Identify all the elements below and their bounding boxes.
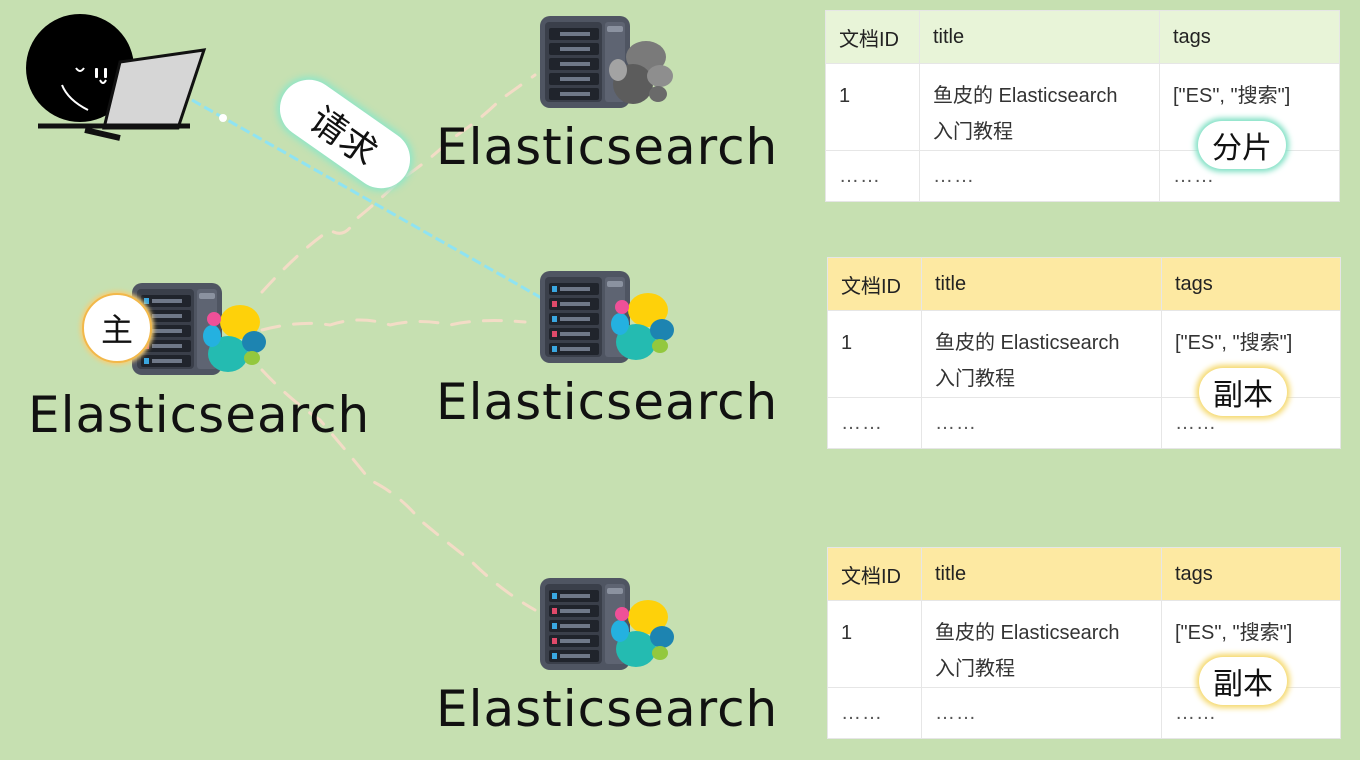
cell-title-line1: 鱼皮的 Elasticsearch (933, 85, 1118, 107)
cell-title: 鱼皮的 Elasticsearch 入门教程 (919, 63, 1160, 151)
table-header-row: 文档ID title tags (827, 547, 1341, 601)
cell-ellipsis: …… (919, 150, 1160, 202)
bottom-node-label: Elasticsearch (436, 680, 779, 738)
primary-node-label: Elasticsearch (28, 386, 371, 444)
cell-title: 鱼皮的 Elasticsearch 入门教程 (921, 600, 1162, 688)
column-header-doc-id: 文档ID (827, 547, 922, 601)
middle-server-icon (540, 271, 674, 363)
table-row: …… …… …… (827, 687, 1341, 739)
column-header-title: title (919, 10, 1160, 64)
request-line (191, 98, 546, 302)
cell-ellipsis: …… (1161, 687, 1341, 739)
cell-ellipsis: …… (1159, 150, 1340, 202)
cell-title: 鱼皮的 Elasticsearch 入门教程 (921, 310, 1162, 398)
shard-tag: 分片 (1198, 121, 1286, 169)
cell-ellipsis: …… (825, 150, 920, 202)
primary-badge: 主 (82, 293, 152, 363)
column-header-doc-id: 文档ID (825, 10, 920, 64)
cell-ellipsis: …… (921, 397, 1162, 449)
cell-title-line2: 入门教程 (933, 121, 1013, 143)
column-header-title: title (921, 547, 1162, 601)
link-primary-to-middle (260, 318, 527, 332)
column-header-tags: tags (1161, 257, 1341, 311)
user-icon (26, 14, 207, 141)
table-header-row: 文档ID title tags (825, 10, 1340, 64)
cell-doc-id: 1 (827, 600, 922, 688)
link-primary-to-top (260, 73, 537, 294)
cell-doc-id: 1 (827, 310, 922, 398)
cell-title-line1: 鱼皮的 Elasticsearch (935, 622, 1120, 644)
cell-title-line2: 入门教程 (935, 368, 1015, 390)
table-row: …… …… …… (825, 150, 1340, 202)
column-header-title: title (921, 257, 1162, 311)
cell-ellipsis: …… (827, 687, 922, 739)
cell-ellipsis: …… (827, 397, 922, 449)
replica-tag-1: 副本 (1199, 368, 1287, 416)
column-header-tags: tags (1161, 547, 1341, 601)
cell-ellipsis: …… (921, 687, 1162, 739)
link-primary-to-bottom (260, 368, 537, 612)
top-server-icon (540, 16, 673, 108)
primary-server-icon (132, 283, 266, 375)
cell-doc-id: 1 (825, 63, 920, 151)
replica-tag-2: 副本 (1199, 657, 1287, 705)
cell-title-line2: 入门教程 (935, 658, 1015, 680)
column-header-tags: tags (1159, 10, 1340, 64)
table-row: …… …… …… (827, 397, 1341, 449)
column-header-doc-id: 文档ID (827, 257, 922, 311)
cell-title-line1: 鱼皮的 Elasticsearch (935, 332, 1120, 354)
table-header-row: 文档ID title tags (827, 257, 1341, 311)
bottom-server-icon (540, 578, 674, 670)
top-node-label: Elasticsearch (436, 118, 779, 176)
middle-node-label: Elasticsearch (436, 373, 779, 431)
